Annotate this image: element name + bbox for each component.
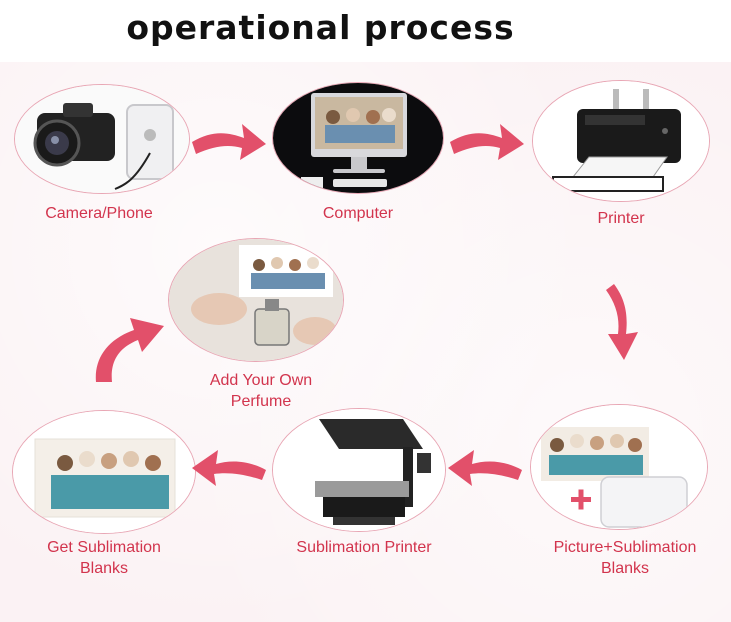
arrow-sublimation-printer-to-blanks bbox=[192, 450, 266, 486]
step-get-blanks-image bbox=[12, 410, 196, 534]
arrow-printer-to-picture bbox=[606, 284, 638, 360]
printer-icon bbox=[552, 89, 681, 192]
step-label-camera-phone: Camera/Phone bbox=[45, 205, 153, 222]
step-label-perfume-text: Add Your Own Perfume bbox=[209, 372, 313, 410]
step-label-perfume: Add Your Own Perfume bbox=[168, 370, 354, 412]
step-label-get-blanks-text: Get Sublimation Blanks bbox=[47, 539, 161, 577]
arrow-computer-to-printer bbox=[450, 124, 524, 160]
step-label-picture-blanks: Picture+Sublimation Blanks bbox=[530, 537, 714, 579]
step-picture-blanks-image bbox=[530, 404, 708, 530]
step-label-printer: Printer bbox=[597, 210, 645, 227]
arrow-camera-to-computer bbox=[192, 124, 266, 160]
monitor-icon bbox=[311, 93, 407, 173]
step-camera-phone-image bbox=[14, 84, 190, 194]
title-bar bbox=[0, 0, 731, 62]
page-title: operational process bbox=[126, 8, 515, 47]
phone-icon bbox=[114, 104, 174, 190]
step-label-picture-blanks-text: Picture+Sublimation Blanks bbox=[553, 539, 697, 577]
arrow-picture-to-sublimation-printer bbox=[448, 450, 522, 486]
step-printer-image bbox=[532, 80, 710, 202]
camera-icon bbox=[33, 103, 115, 167]
step-computer-image bbox=[272, 82, 444, 194]
photo-icon bbox=[541, 427, 649, 481]
step-sublimation-printer-image bbox=[272, 408, 446, 532]
step-label-get-blanks: Get Sublimation Blanks bbox=[12, 537, 196, 579]
heat-press-icon bbox=[315, 419, 431, 525]
step-label-computer: Computer bbox=[322, 205, 394, 222]
arrow-blanks-to-perfume bbox=[95, 318, 164, 382]
step-perfume-image bbox=[168, 238, 344, 362]
perfume-bottle-icon bbox=[254, 299, 290, 346]
plus-icon bbox=[571, 489, 591, 510]
step-label-sublimation-printer: Sublimation Printer bbox=[296, 539, 432, 556]
